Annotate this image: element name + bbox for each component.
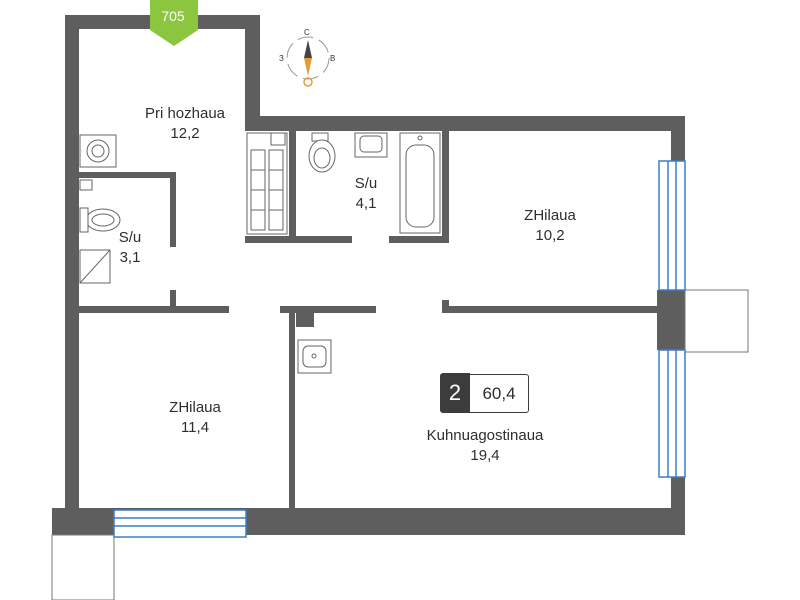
apartment-number: 705 [161, 8, 185, 24]
toilet-icon [79, 179, 121, 233]
room-name: S/u [354, 175, 378, 192]
room-label-bedroom-2: ZHilaua 11,4 [145, 398, 245, 438]
room-label-hall: Pri hozhaua 12,2 [130, 104, 240, 144]
room-area: 19,4 [470, 447, 500, 464]
total-area-badge: 60,4 [470, 374, 529, 413]
room-label-bath-big: S/u 4,1 [336, 174, 396, 214]
room-name: S/u [118, 229, 142, 246]
bathtub-icon [399, 132, 441, 234]
compass-east-label: В [330, 54, 336, 63]
room-name: ZHilaua [524, 207, 576, 224]
room-area: 12,2 [170, 125, 200, 142]
shower-icon [79, 249, 111, 284]
room-area: 3,1 [119, 249, 141, 266]
rooms-count-badge: 2 [440, 373, 470, 413]
walls [52, 15, 685, 535]
room-name: Pri hozhaua [144, 105, 226, 122]
room-name: Kuhnuagostinaua [426, 427, 544, 444]
apartment-tag [150, 0, 198, 46]
toilet-icon-2 [308, 132, 336, 173]
room-name: ZHilaua [169, 399, 221, 416]
room-area: 10,2 [535, 227, 565, 244]
apartment-number-tag: 705 [148, 0, 198, 46]
fixtures [79, 132, 441, 374]
room-area: 11,4 [180, 419, 210, 436]
room-area: 4,1 [355, 195, 377, 212]
kitchen-sink-icon [297, 339, 332, 374]
compass-west-label: З [279, 54, 284, 63]
compass-icon [286, 36, 330, 87]
sink-icon [354, 132, 388, 158]
compass-north-label: С [304, 28, 310, 37]
room-label-bedroom-1: ZHilaua 10,2 [500, 206, 600, 246]
balconies [51, 289, 749, 600]
room-label-kitchen-living: Kuhnuagostinaua 19,4 [410, 426, 560, 466]
washing-machine-icon [79, 134, 117, 168]
room-label-bath-small: S/u 3,1 [100, 228, 160, 268]
shower-cabin-icon [246, 132, 288, 235]
windows [113, 160, 686, 538]
